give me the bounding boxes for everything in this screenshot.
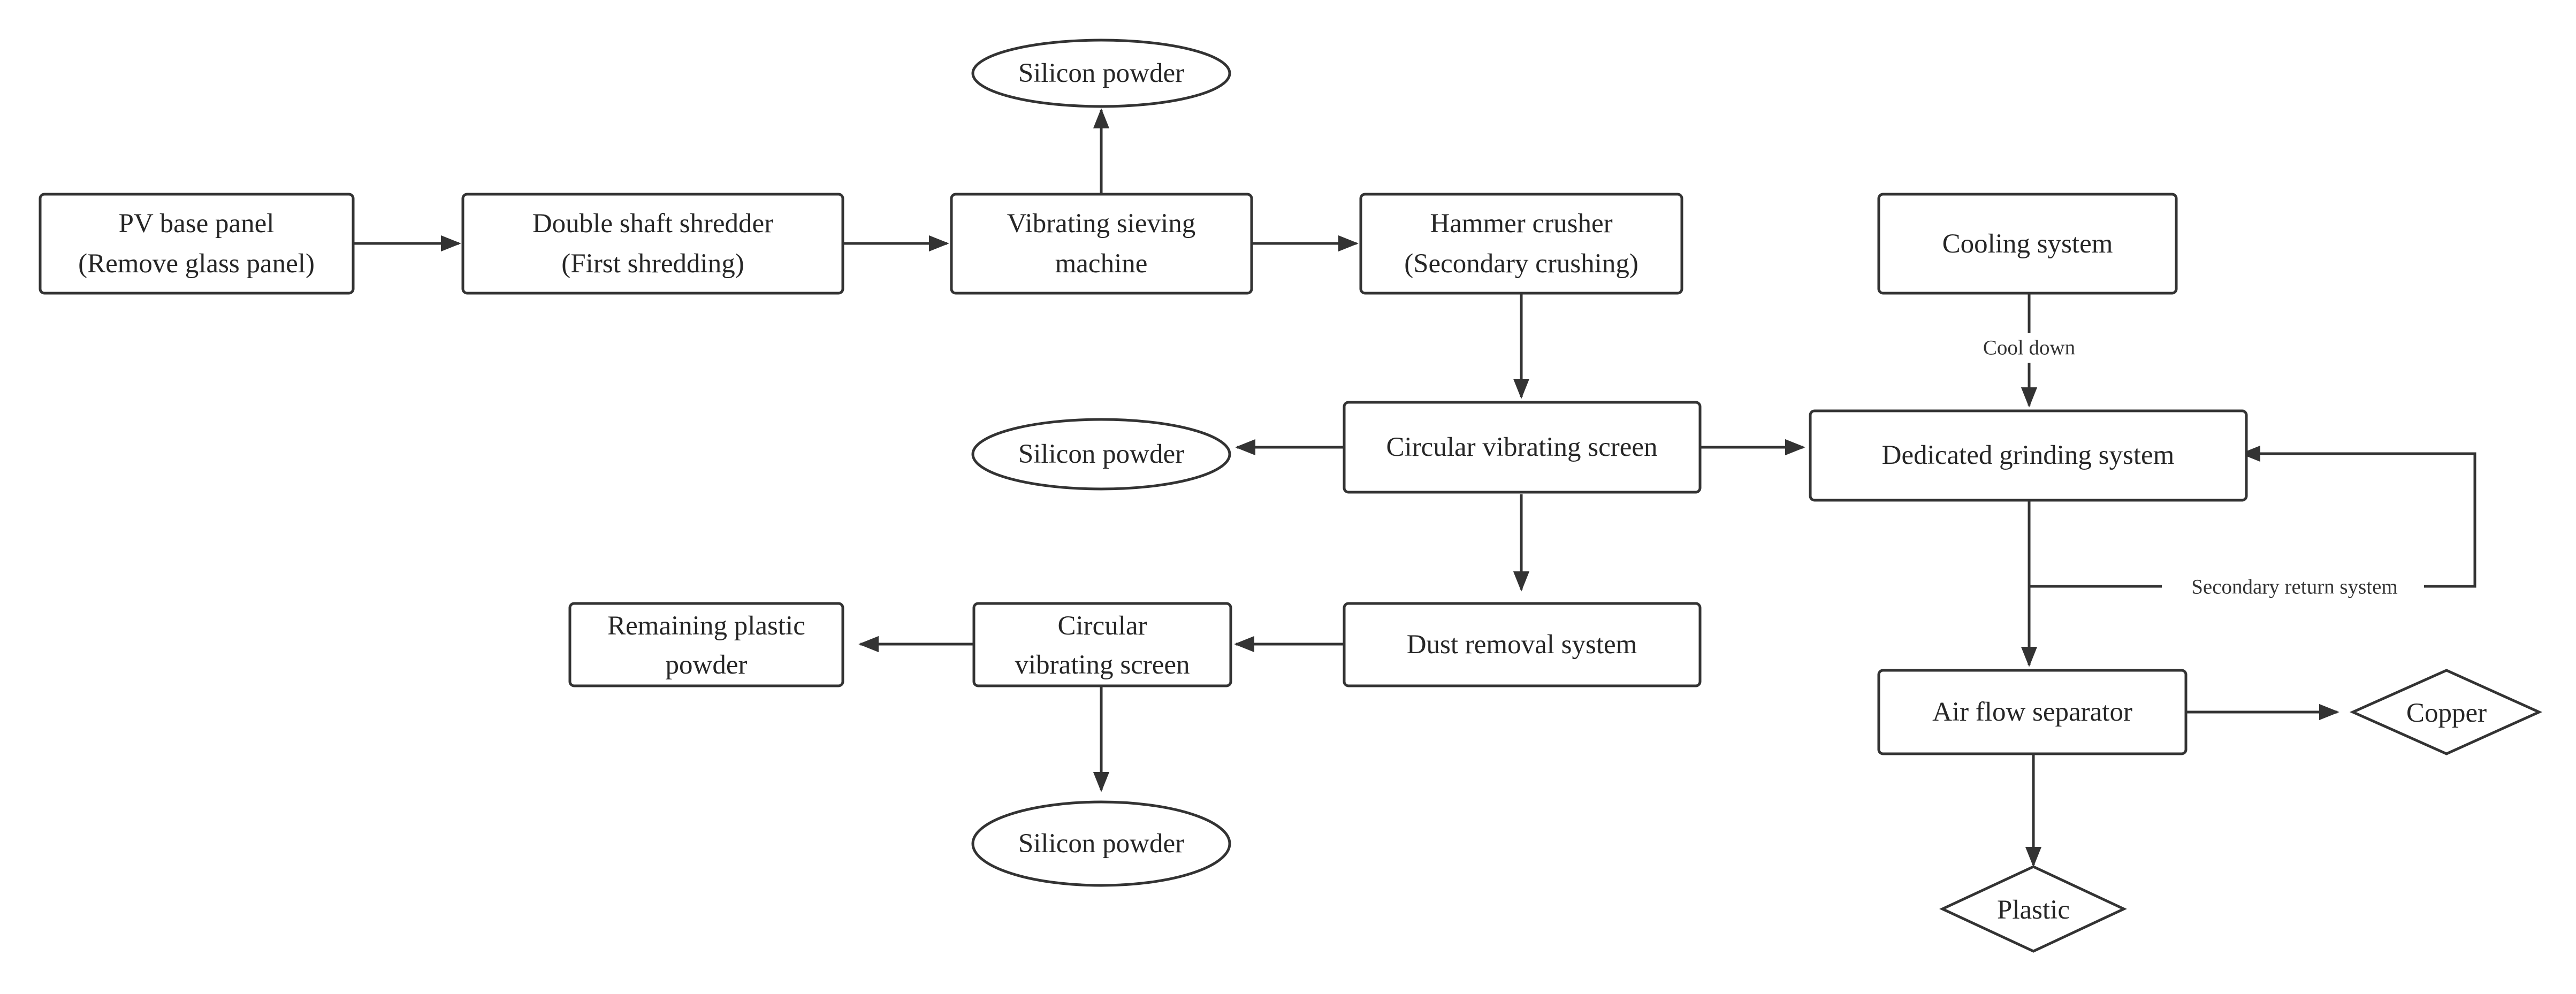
node-pv-panel-line-2: (Remove glass panel) [78, 249, 315, 279]
node-silicon-bottom: Silicon powder [971, 800, 1231, 887]
node-plastic: Plastic [1939, 865, 2127, 953]
node-silicon-top-label: Silicon powder [1018, 58, 1184, 88]
node-plastic-label: Plastic [1997, 895, 2070, 925]
node-dust-removal: Dust removal system [1343, 602, 1702, 687]
node-shredder: Double shaft shredder (First shredding) [461, 193, 844, 295]
node-silicon-mid: Silicon powder [971, 418, 1231, 491]
edge-labels: Cool down Secondary return system [1961, 333, 2424, 601]
node-dust-removal-label: Dust removal system [1407, 630, 1637, 660]
node-grinding-label: Dedicated grinding system [1882, 440, 2175, 470]
node-remaining-plastic-line-1: Remaining plastic [607, 611, 805, 641]
node-pv-panel-line-1: PV base panel [119, 209, 275, 239]
node-circular-screen-1: Circular vibrating screen [1343, 401, 1702, 494]
node-circular-screen-2: Circular vibrating screen [972, 602, 1232, 687]
node-remaining-plastic: Remaining plastic powder [568, 602, 844, 687]
secondary-return-label: Secondary return system [2191, 576, 2398, 599]
node-shredder-line-2: (First shredding) [561, 249, 744, 279]
node-hammer-line-1: Hammer crusher [1430, 209, 1612, 239]
node-hammer: Hammer crusher (Secondary crushing) [1359, 193, 1683, 295]
node-circular-screen-1-label: Circular vibrating screen [1386, 432, 1658, 462]
node-grinding: Dedicated grinding system [1809, 409, 2248, 502]
node-remaining-plastic-line-2: powder [666, 650, 748, 680]
node-copper: Copper [2349, 669, 2543, 755]
node-copper-label: Copper [2406, 698, 2487, 728]
node-circular-screen-2-line-2: vibrating screen [1015, 650, 1190, 680]
node-silicon-bottom-label: Silicon powder [1018, 829, 1184, 859]
node-hammer-line-2: (Secondary crushing) [1404, 249, 1638, 279]
node-circular-screen-2-line-1: Circular [1057, 611, 1147, 641]
node-cooling: Cooling system [1877, 193, 2178, 295]
node-air-separator-label: Air flow separator [1932, 697, 2132, 727]
node-silicon-top: Silicon powder [971, 39, 1231, 108]
node-sieving-line-1: Vibrating sieving [1007, 209, 1195, 239]
cool-down-label: Cool down [1983, 337, 2075, 360]
node-sieving: Vibrating sieving machine [950, 193, 1253, 295]
node-silicon-mid-label: Silicon powder [1018, 439, 1184, 469]
node-sieving-line-2: machine [1055, 249, 1148, 279]
node-shredder-line-1: Double shaft shredder [532, 209, 773, 239]
node-air-separator: Air flow separator [1877, 669, 2188, 755]
node-cooling-label: Cooling system [1942, 229, 2113, 259]
node-pv-panel: PV base panel (Remove glass panel) [39, 193, 355, 295]
